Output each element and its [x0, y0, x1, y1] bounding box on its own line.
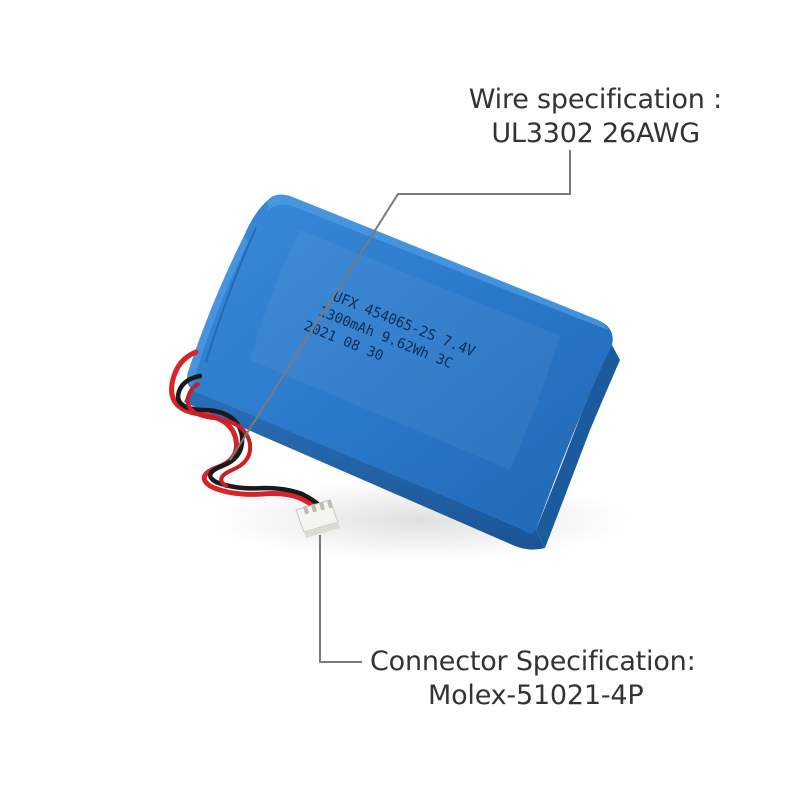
battery-face-highlight	[250, 230, 560, 470]
wire-harness	[169, 349, 323, 513]
wire-spec-callout: Wire specification : UL3302 26AWG	[420, 83, 722, 151]
connector-spec-heading: Connector Specification:	[370, 646, 696, 677]
connector-housing	[295, 499, 340, 538]
battery-seam	[205, 227, 257, 363]
connector-spec-callout: Connector Specification: Molex-51021-4P	[370, 645, 720, 713]
black-wire	[175, 373, 323, 509]
battery-side-face	[184, 388, 545, 550]
connector-spec-value: Molex-51021-4P	[428, 680, 644, 711]
battery-top-face	[187, 194, 613, 534]
connector-leader-line	[319, 535, 362, 663]
battery-top-seal	[268, 194, 608, 330]
wire-leader-line	[229, 150, 571, 461]
wire-spec-heading: Wire specification :	[468, 84, 722, 115]
battery-left-rim	[187, 236, 248, 386]
battery-end-face	[536, 345, 620, 548]
wire-spec-value: UL3302 26AWG	[491, 118, 700, 149]
red-wire-2	[185, 382, 253, 488]
